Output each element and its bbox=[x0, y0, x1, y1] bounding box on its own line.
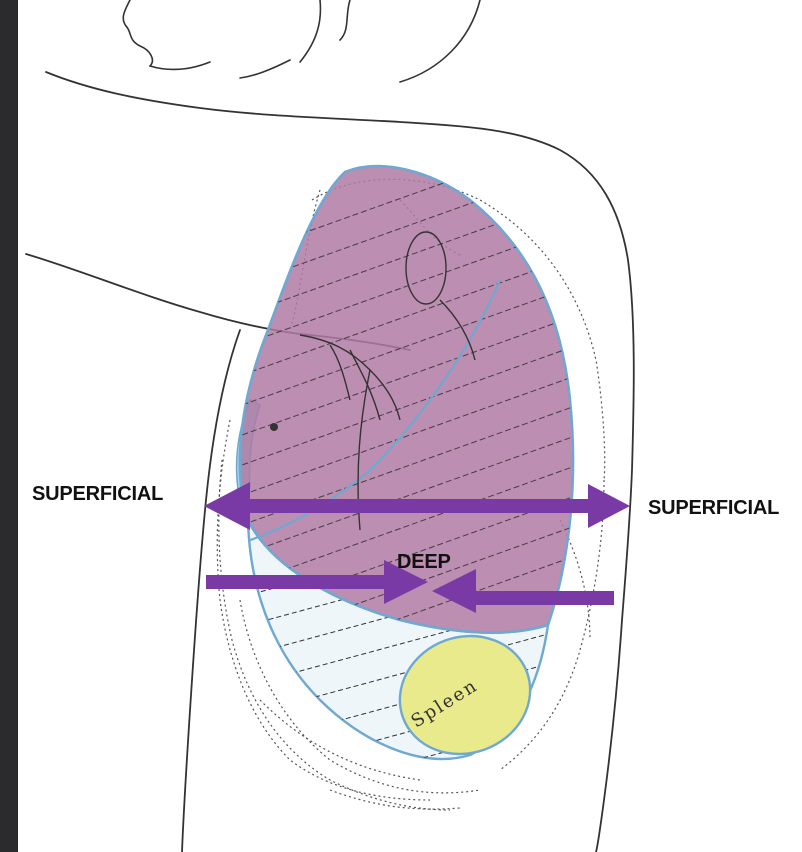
deep-arrow-right bbox=[432, 569, 614, 613]
nipple-mark bbox=[270, 423, 278, 431]
left-edge-bar bbox=[0, 0, 18, 852]
deep-label: DEEP bbox=[397, 551, 451, 573]
spleen bbox=[398, 634, 532, 756]
lung-fissure bbox=[249, 279, 502, 542]
lung bbox=[238, 164, 575, 634]
superficial-label-left: SUPERFICIAL bbox=[32, 483, 164, 505]
superficial-arrow bbox=[204, 482, 630, 530]
superficial-label-right: SUPERFICIAL bbox=[648, 497, 780, 519]
lung-vessels bbox=[299, 231, 476, 531]
head-outline bbox=[122, 0, 481, 83]
deep-arrow-left bbox=[206, 560, 428, 604]
